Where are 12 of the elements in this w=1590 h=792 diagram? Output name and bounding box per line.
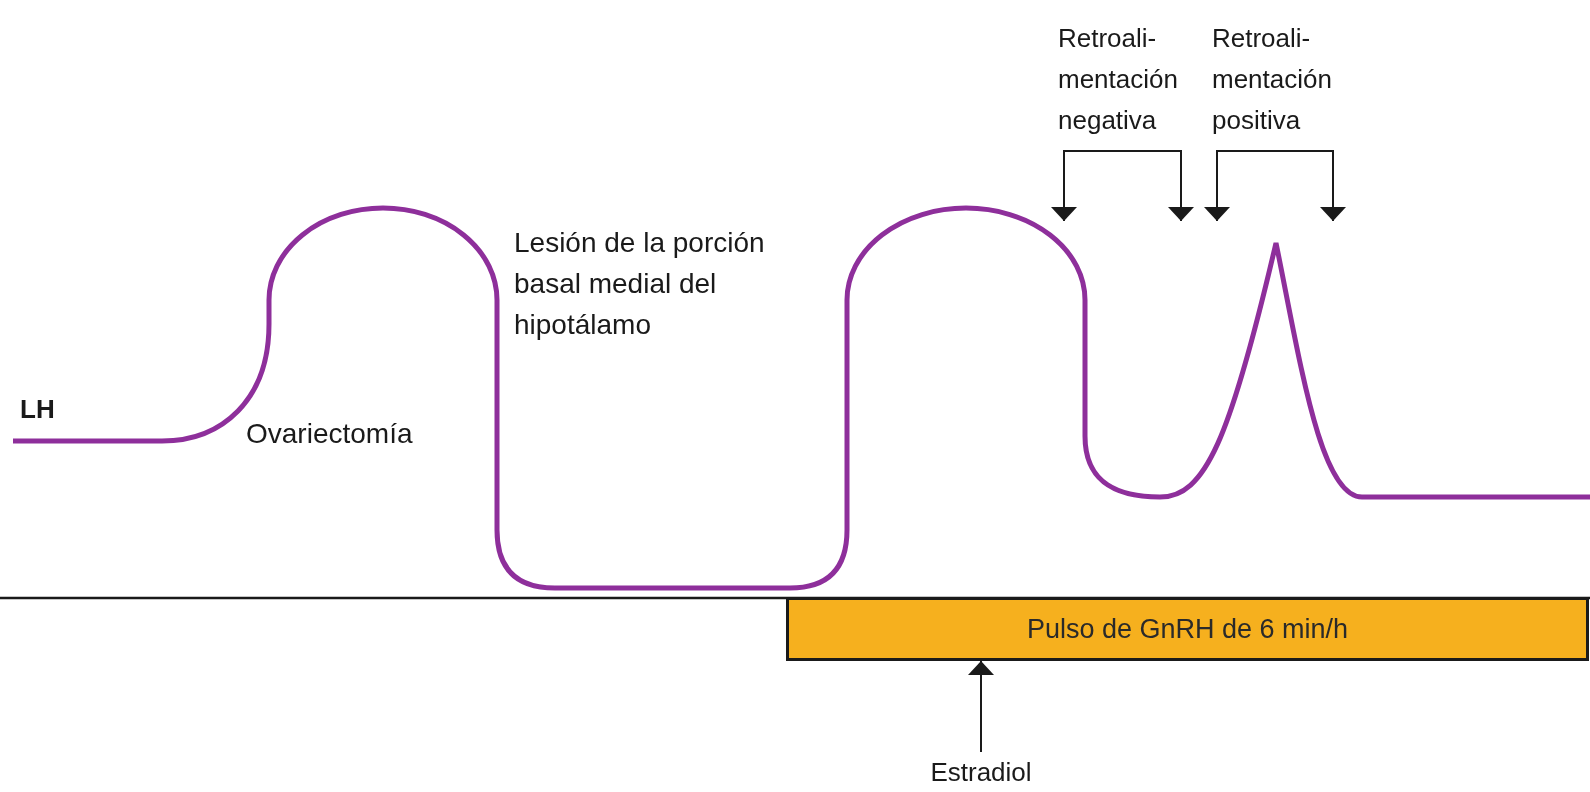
arrow: [1286, 150, 1346, 222]
callout-text: Estradiol: [921, 752, 1041, 792]
annotation-text: Lesión de la porción basal medial del hipotálamo: [514, 226, 766, 342]
callout-text: Retroali- mentación positiva: [1212, 18, 1362, 151]
arrow: [1132, 150, 1194, 222]
annotation-text: Ovariectomía: [246, 417, 414, 451]
axis-label: LH: [20, 393, 56, 426]
arrow: [1051, 150, 1134, 222]
arrow: [1204, 150, 1288, 222]
callout-text: Retroali- mentación negativa: [1058, 18, 1208, 151]
process-bar: Pulso de GnRH de 6 min/h: [786, 597, 1589, 661]
arrow: [968, 660, 994, 753]
